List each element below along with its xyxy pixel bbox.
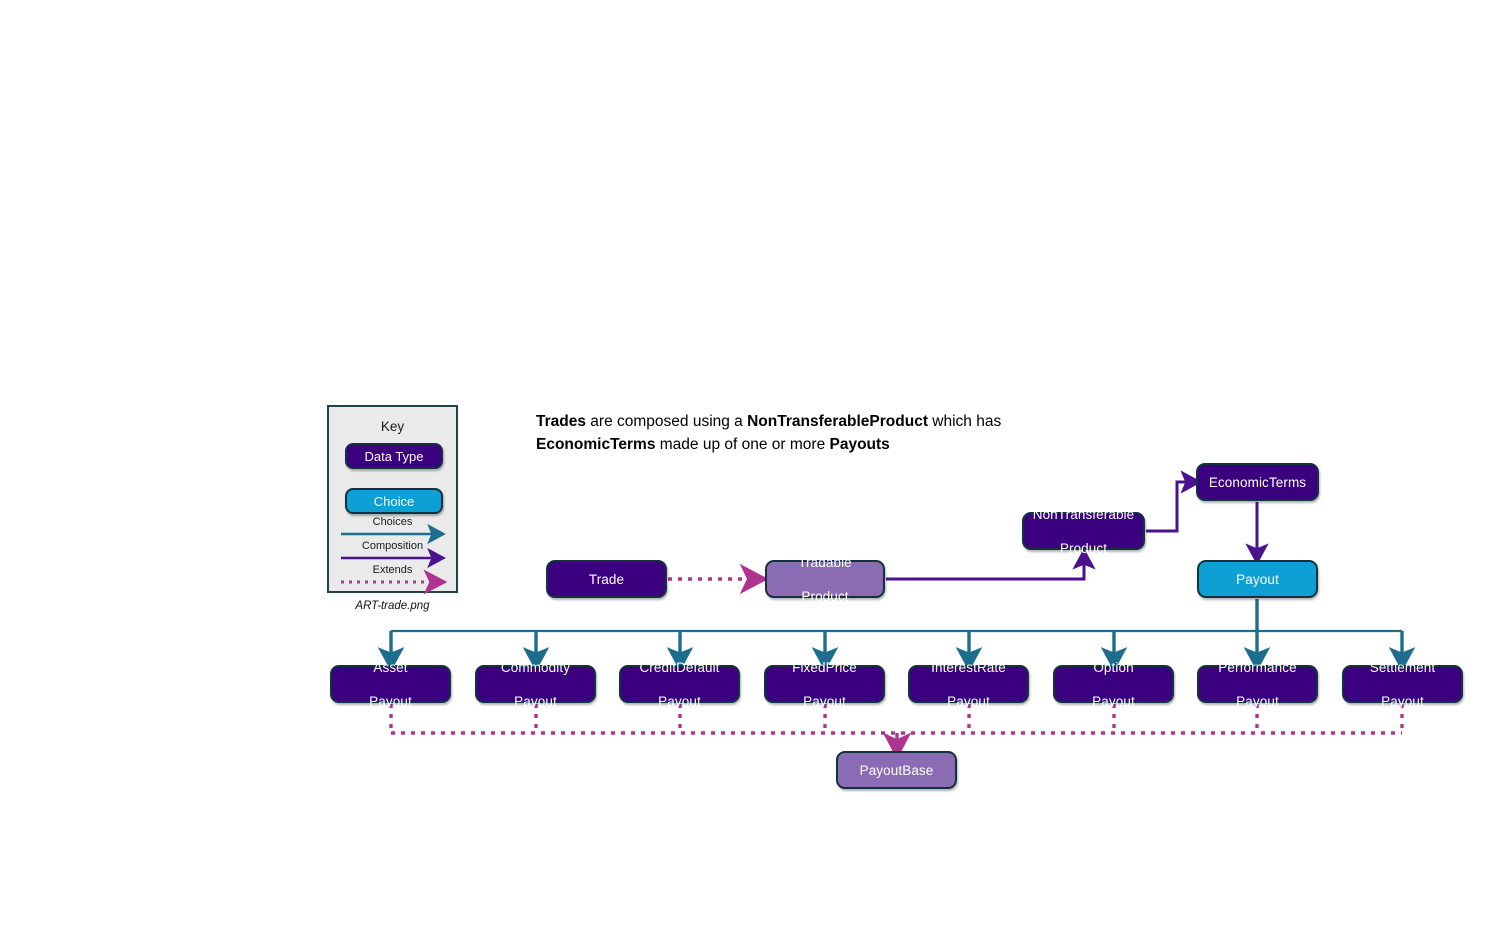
node-payout-type-label-line2: Payout: [947, 693, 990, 709]
headline-segment-1: are composed using a: [585, 413, 748, 430]
node-payout-type-label-line1: Performance: [1218, 659, 1297, 675]
node-payout-type-label-line1: Option: [1093, 659, 1134, 675]
headline-segment-2: NonTransferableProduct: [747, 413, 928, 430]
node-payout-type-label-line1: FixedPrice: [792, 659, 857, 675]
node-payout-type-label-line2: Payout: [803, 693, 846, 709]
node-payout-label: Payout: [1236, 571, 1279, 587]
headline-segment-6: Payouts: [829, 436, 890, 453]
node-trade[interactable]: Trade: [546, 560, 667, 598]
node-payout-type-label-line2: Payout: [1236, 693, 1279, 709]
headline-segment-3: which has: [927, 413, 1002, 430]
node-payout-type-label-line2: Payout: [369, 693, 412, 709]
node-trade-label: Trade: [588, 571, 625, 587]
headline-segment-0: Trades: [536, 413, 586, 430]
headline-text: Trades are composed using a NonTransfera…: [536, 410, 1076, 456]
node-economic-terms[interactable]: EconomicTerms: [1196, 463, 1319, 501]
key-legend-label-extends: Extends: [372, 564, 413, 576]
node-payout-type-label-line1: CreditDefault: [639, 659, 720, 675]
key-swatch-data-type-label: Data Type: [364, 448, 424, 464]
node-economic-terms-label: EconomicTerms: [1208, 474, 1307, 490]
node-payout-type-label-line1: Commodity: [500, 659, 571, 675]
key-swatch-data-type: Data Type: [345, 443, 443, 469]
key-legend-box: Key Data Type Choice Choices Composition…: [327, 405, 458, 595]
node-non-transferable-product-label-line1: NonTransferable: [1032, 506, 1135, 522]
key-caption: ART-trade.png: [355, 600, 430, 612]
headline-segment-5: made up of one or more: [655, 436, 830, 453]
node-payout-type-label-line2: Payout: [514, 693, 557, 709]
node-payout[interactable]: Payout: [1197, 560, 1318, 598]
edge-nontransferableproduct-composition-economicterms: [1146, 470, 1202, 533]
key-swatch-choice: Choice: [345, 488, 443, 514]
node-tradable-product-label-line1: Tradable: [798, 554, 852, 570]
edge-payouts-extends-payoutbase: [389, 704, 1404, 760]
key-legend-label-composition: Composition: [361, 540, 424, 552]
node-tradable-product[interactable]: Tradable Product: [765, 555, 885, 604]
headline-segment-4: EconomicTerms: [536, 436, 656, 453]
node-payout-base-label: PayoutBase: [859, 762, 934, 778]
key-swatch-choice-label: Choice: [373, 493, 415, 509]
node-payout-type-label-line1: Asset: [373, 659, 408, 675]
key-title: Key: [380, 419, 405, 434]
node-payout-type-label-line2: Payout: [1092, 693, 1135, 709]
key-legend-arrows: [341, 523, 448, 595]
node-non-transferable-product[interactable]: NonTransferable Product: [1022, 507, 1145, 556]
node-non-transferable-product-label-line2: Product: [1059, 540, 1108, 556]
key-legend-label-choices: Choices: [372, 516, 413, 528]
node-payout-base[interactable]: PayoutBase: [836, 751, 957, 789]
node-payout-type-label-line2: Payout: [658, 693, 701, 709]
node-payout-type-label-line1: InterestRate: [931, 659, 1006, 675]
node-tradable-product-label-line2: Product: [801, 588, 849, 604]
node-payout-type-label-line2: Payout: [1381, 693, 1424, 709]
edge-payout-choices-bus: [377, 599, 1416, 672]
node-payout-type-label-line1: Settlement: [1369, 659, 1436, 675]
edge-tradableproduct-composition-nontransferableproduct: [886, 548, 1096, 581]
